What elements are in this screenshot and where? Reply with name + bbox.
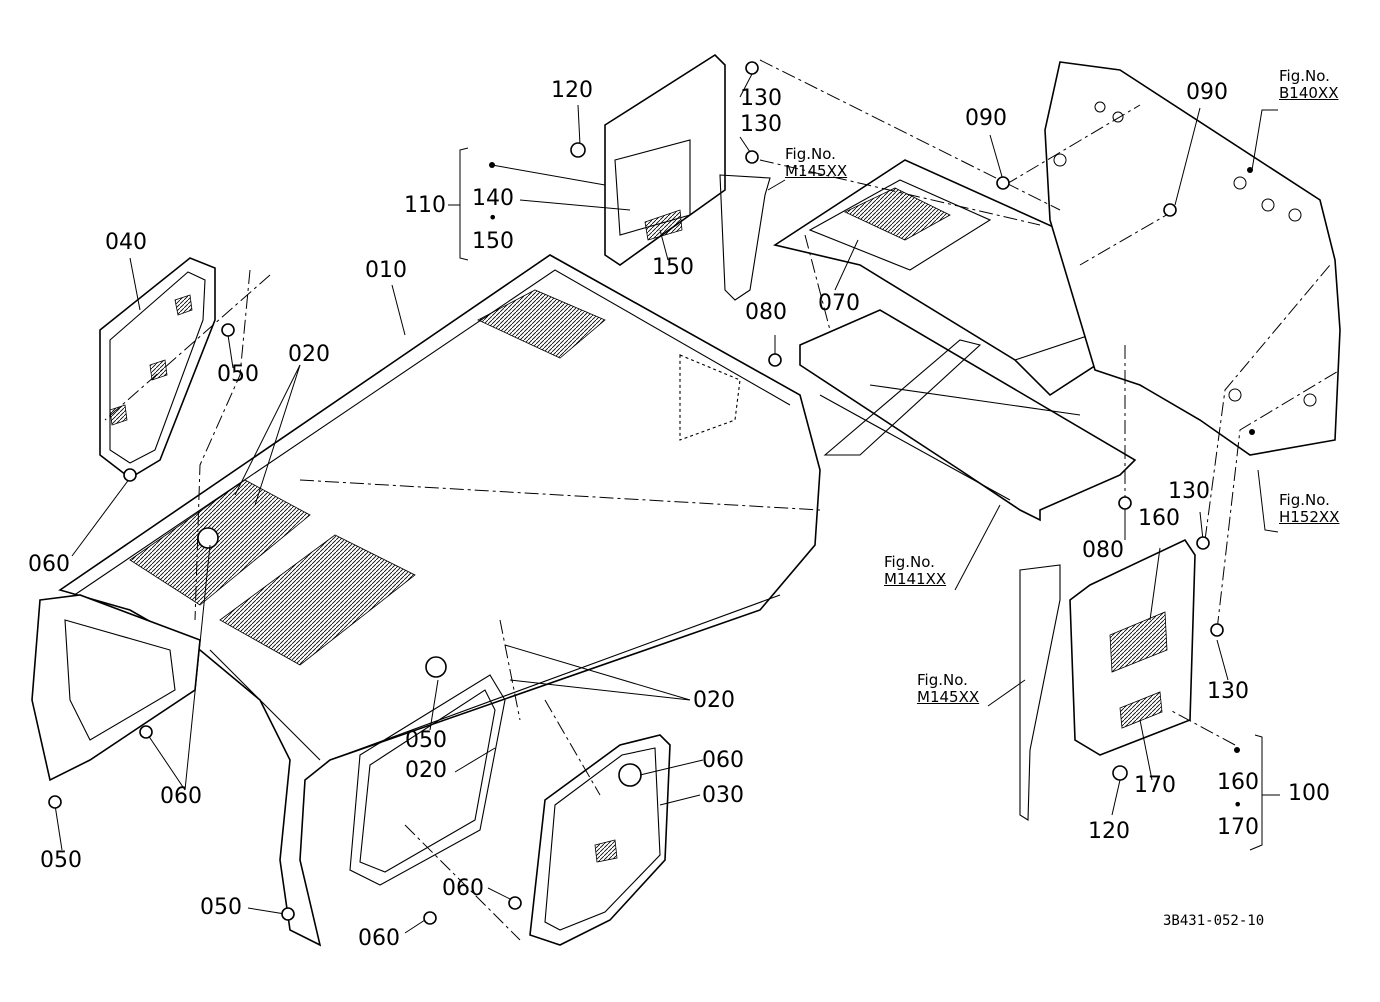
hood-vent-top	[477, 289, 606, 359]
fig-ref-code: H152XX	[1279, 508, 1340, 526]
fig-ref-code: B140XX	[1279, 84, 1339, 102]
callout-130: 130	[1168, 479, 1210, 504]
drawing-number: 3B431-052-10	[1163, 913, 1265, 929]
fig-ref-m141xx[interactable]: Fig.No. M141XX	[884, 554, 946, 588]
lower-right-panel	[1019, 538, 1196, 821]
hood-vent-left	[129, 479, 311, 606]
upper-bracket-panel	[604, 53, 771, 301]
callout-060: 060	[702, 748, 744, 773]
callout-050: 050	[405, 728, 447, 753]
rear-plate	[1044, 61, 1341, 456]
phantom-lines	[104, 59, 1341, 941]
hood-vent-right	[219, 534, 416, 666]
nut-130-b	[745, 150, 759, 164]
fig-ref-label: Fig.No.	[917, 671, 968, 689]
callout-150: 150	[652, 255, 694, 280]
mount-frame	[799, 309, 1137, 522]
fig-ref-b140xx[interactable]: Fig.No. B140XX	[1279, 68, 1338, 102]
nut-130-d	[1210, 623, 1224, 637]
nut-130-c	[1196, 536, 1210, 550]
knob-120-b	[1112, 765, 1128, 781]
callout-080: 080	[745, 300, 787, 325]
callout-150: 150	[472, 229, 514, 254]
callout-060: 060	[160, 784, 202, 809]
callout-060: 060	[442, 876, 484, 901]
callout-010: 010	[365, 258, 407, 283]
leader-lines	[54, 73, 1280, 934]
callout-030: 030	[702, 783, 744, 808]
callout-050: 050	[40, 848, 82, 873]
bolt-050-b	[48, 795, 62, 809]
callout-160: 160	[1138, 506, 1180, 531]
front-frame	[31, 594, 201, 782]
callout-090: 090	[1186, 80, 1228, 105]
callout-170: 170	[1217, 815, 1259, 840]
callout-110: 110	[404, 193, 446, 218]
fasteners	[48, 61, 1255, 925]
fig-ref-label: Fig.No.	[1279, 491, 1330, 509]
nut-060-a	[123, 468, 137, 482]
callout-050: 050	[217, 362, 259, 387]
callout-020: 020	[405, 758, 447, 783]
callout-120: 120	[1088, 819, 1130, 844]
fig-ref-m145xx-top[interactable]: Fig.No. M145XX	[785, 146, 847, 180]
callout-020: 020	[693, 688, 735, 713]
callout-060: 060	[28, 552, 70, 577]
fig-ref-m145xx-bottom[interactable]: Fig.No. M145XX	[917, 672, 979, 706]
callout-020: 020	[288, 342, 330, 367]
callout-170: 170	[1134, 773, 1176, 798]
nut-090-b	[1163, 203, 1177, 217]
separator-dot: •	[1233, 795, 1243, 814]
bolt-080-b	[1118, 496, 1132, 510]
fig-ref-label: Fig.No.	[785, 145, 836, 163]
bolt-050-a	[221, 323, 235, 337]
knob-120-a	[570, 142, 586, 158]
fig-ref-h152xx[interactable]: Fig.No. H152XX	[1279, 492, 1339, 526]
callout-060: 060	[358, 926, 400, 951]
nut-130-a	[745, 61, 759, 75]
nut-060-b	[139, 725, 153, 739]
nut-090-a	[996, 176, 1010, 190]
callout-130: 130	[1207, 679, 1249, 704]
fig-ref-code: M145XX	[785, 162, 848, 180]
bolt-080-a	[768, 353, 782, 367]
fig-ref-label: Fig.No.	[1279, 67, 1330, 85]
callout-050: 050	[200, 895, 242, 920]
fig-ref-label: Fig.No.	[884, 553, 935, 571]
callout-160: 160	[1217, 770, 1259, 795]
separator-dot: •	[488, 208, 498, 227]
bolt-050-c	[281, 907, 295, 921]
fig-ref-code: M145XX	[917, 688, 980, 706]
callout-080: 080	[1082, 538, 1124, 563]
callout-140: 140	[472, 186, 514, 211]
callout-040: 040	[105, 230, 147, 255]
callout-100: 100	[1288, 781, 1330, 806]
callout-120: 120	[551, 78, 593, 103]
callout-130: 130	[740, 86, 782, 111]
callout-070: 070	[818, 291, 860, 316]
nut-060-c	[508, 896, 522, 910]
callout-090: 090	[965, 106, 1007, 131]
hood-010	[58, 254, 821, 947]
nut-060-d	[423, 911, 437, 925]
side-panel-040	[99, 257, 216, 479]
side-panel-030	[529, 734, 671, 946]
callout-130: 130	[740, 112, 782, 137]
fig-ref-code: M141XX	[884, 570, 947, 588]
